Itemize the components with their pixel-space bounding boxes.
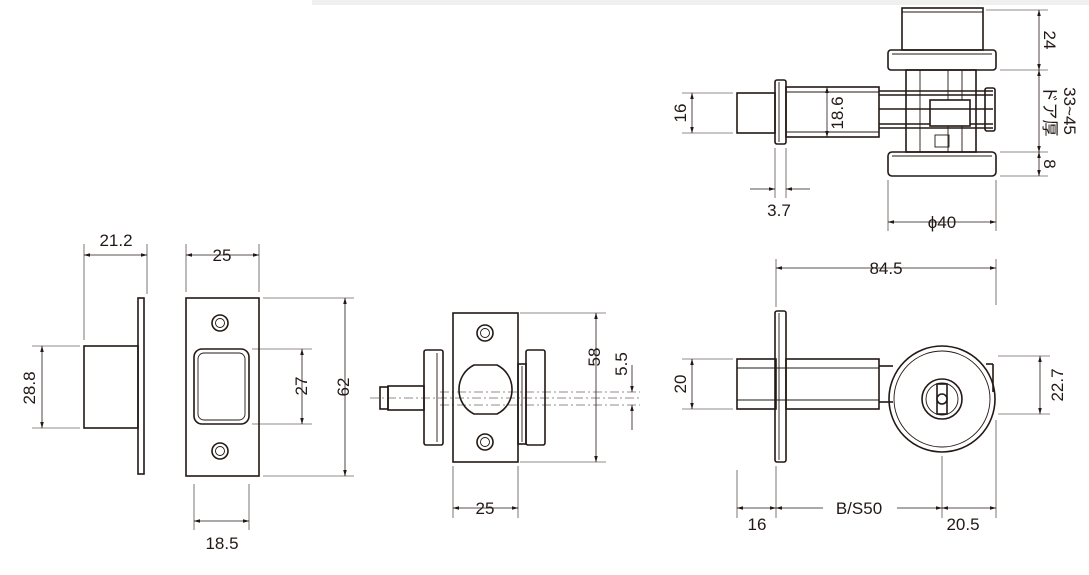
strike-plate-view: 25 27 62 18.5 xyxy=(185,244,354,553)
dim-front-bolt: 20 xyxy=(671,375,690,394)
dim-side-height: 28.8 xyxy=(20,371,39,404)
dim-top-bolt: 16 xyxy=(671,104,690,123)
dim-front-backset: B/S50 xyxy=(836,499,882,518)
dim-top-plate: 3.7 xyxy=(767,201,791,220)
dim-front-left: 16 xyxy=(748,515,767,534)
dim-body-height: 58 xyxy=(585,348,604,367)
dim-plate-width: 25 xyxy=(213,246,232,265)
dim-front-right: 20.5 xyxy=(946,515,979,534)
dim-top-knob: 24 xyxy=(1040,31,1059,50)
dim-plate-hole: 27 xyxy=(292,377,311,396)
dim-top-rose: 8 xyxy=(1040,159,1059,168)
lock-body-view: 58 5.5 25 xyxy=(370,312,640,518)
dim-side-width: 21.2 xyxy=(99,231,132,250)
dim-door-range: 33~45 xyxy=(1060,87,1079,135)
dim-top-phi: ϕ40 xyxy=(928,213,956,232)
dim-body-width: 25 xyxy=(476,499,495,518)
dim-plate-bottom: 18.5 xyxy=(205,534,238,553)
top-view: 16 18.6 3.7 24 ドア厚 33~45 8 ϕ40 xyxy=(671,7,1079,232)
dim-plate-height: 62 xyxy=(334,378,353,397)
dim-front-rose: 22.7 xyxy=(1048,368,1067,401)
front-view: 84.5 20 22.7 B/S50 16 20.5 xyxy=(671,259,1067,534)
dim-front-total: 84.5 xyxy=(869,259,902,278)
top-band xyxy=(312,0,1089,5)
strike-side-view: 21.2 28.8 xyxy=(20,231,148,475)
dim-body-offset: 5.5 xyxy=(612,352,631,376)
dim-top-diameter: 18.6 xyxy=(828,96,847,129)
dim-door-label: ドア厚 xyxy=(1040,86,1059,137)
